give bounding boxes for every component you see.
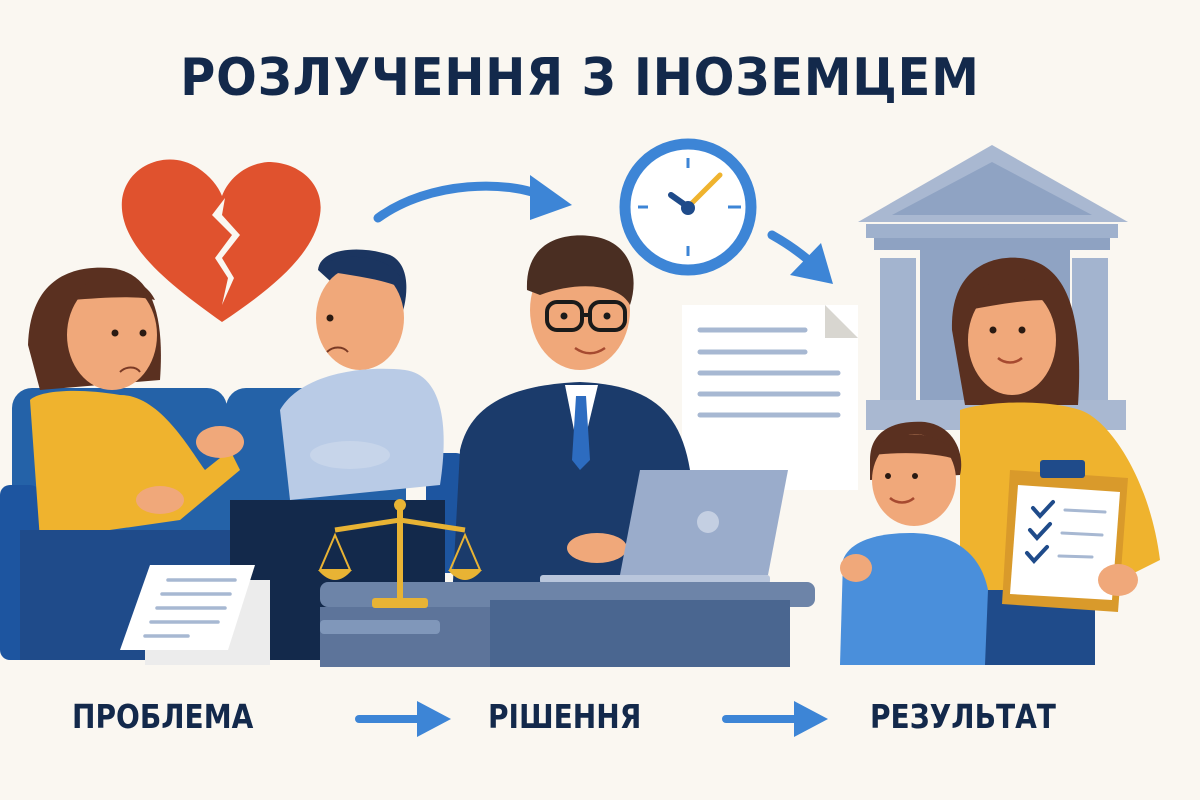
clock-icon bbox=[619, 138, 757, 276]
step-problem: ПРОБЛЕМА bbox=[72, 697, 254, 736]
curved-arrow-icon bbox=[373, 175, 572, 223]
broken-heart-icon bbox=[121, 159, 321, 322]
scales-of-justice-icon bbox=[318, 499, 482, 608]
arrow-right-icon bbox=[722, 701, 828, 737]
process-steps: ПРОБЛЕМА РІШЕННЯ РЕЗУЛЬТАТ bbox=[0, 695, 1200, 745]
papers-icon bbox=[120, 565, 270, 665]
step-result: РЕЗУЛЬТАТ bbox=[870, 697, 1056, 736]
down-arrow-icon bbox=[767, 230, 833, 284]
laptop-icon bbox=[540, 470, 788, 584]
illustration bbox=[0, 138, 1160, 667]
document-icon bbox=[682, 305, 858, 490]
page-title: РОЗЛУЧЕННЯ З ІНОЗЕМЦЕМ bbox=[180, 48, 980, 108]
child-happy bbox=[840, 421, 988, 665]
arrow-right-icon bbox=[355, 701, 451, 737]
clipboard-checklist-icon bbox=[1002, 460, 1138, 612]
desk bbox=[320, 582, 815, 667]
step-solution: РІШЕННЯ bbox=[488, 697, 642, 736]
